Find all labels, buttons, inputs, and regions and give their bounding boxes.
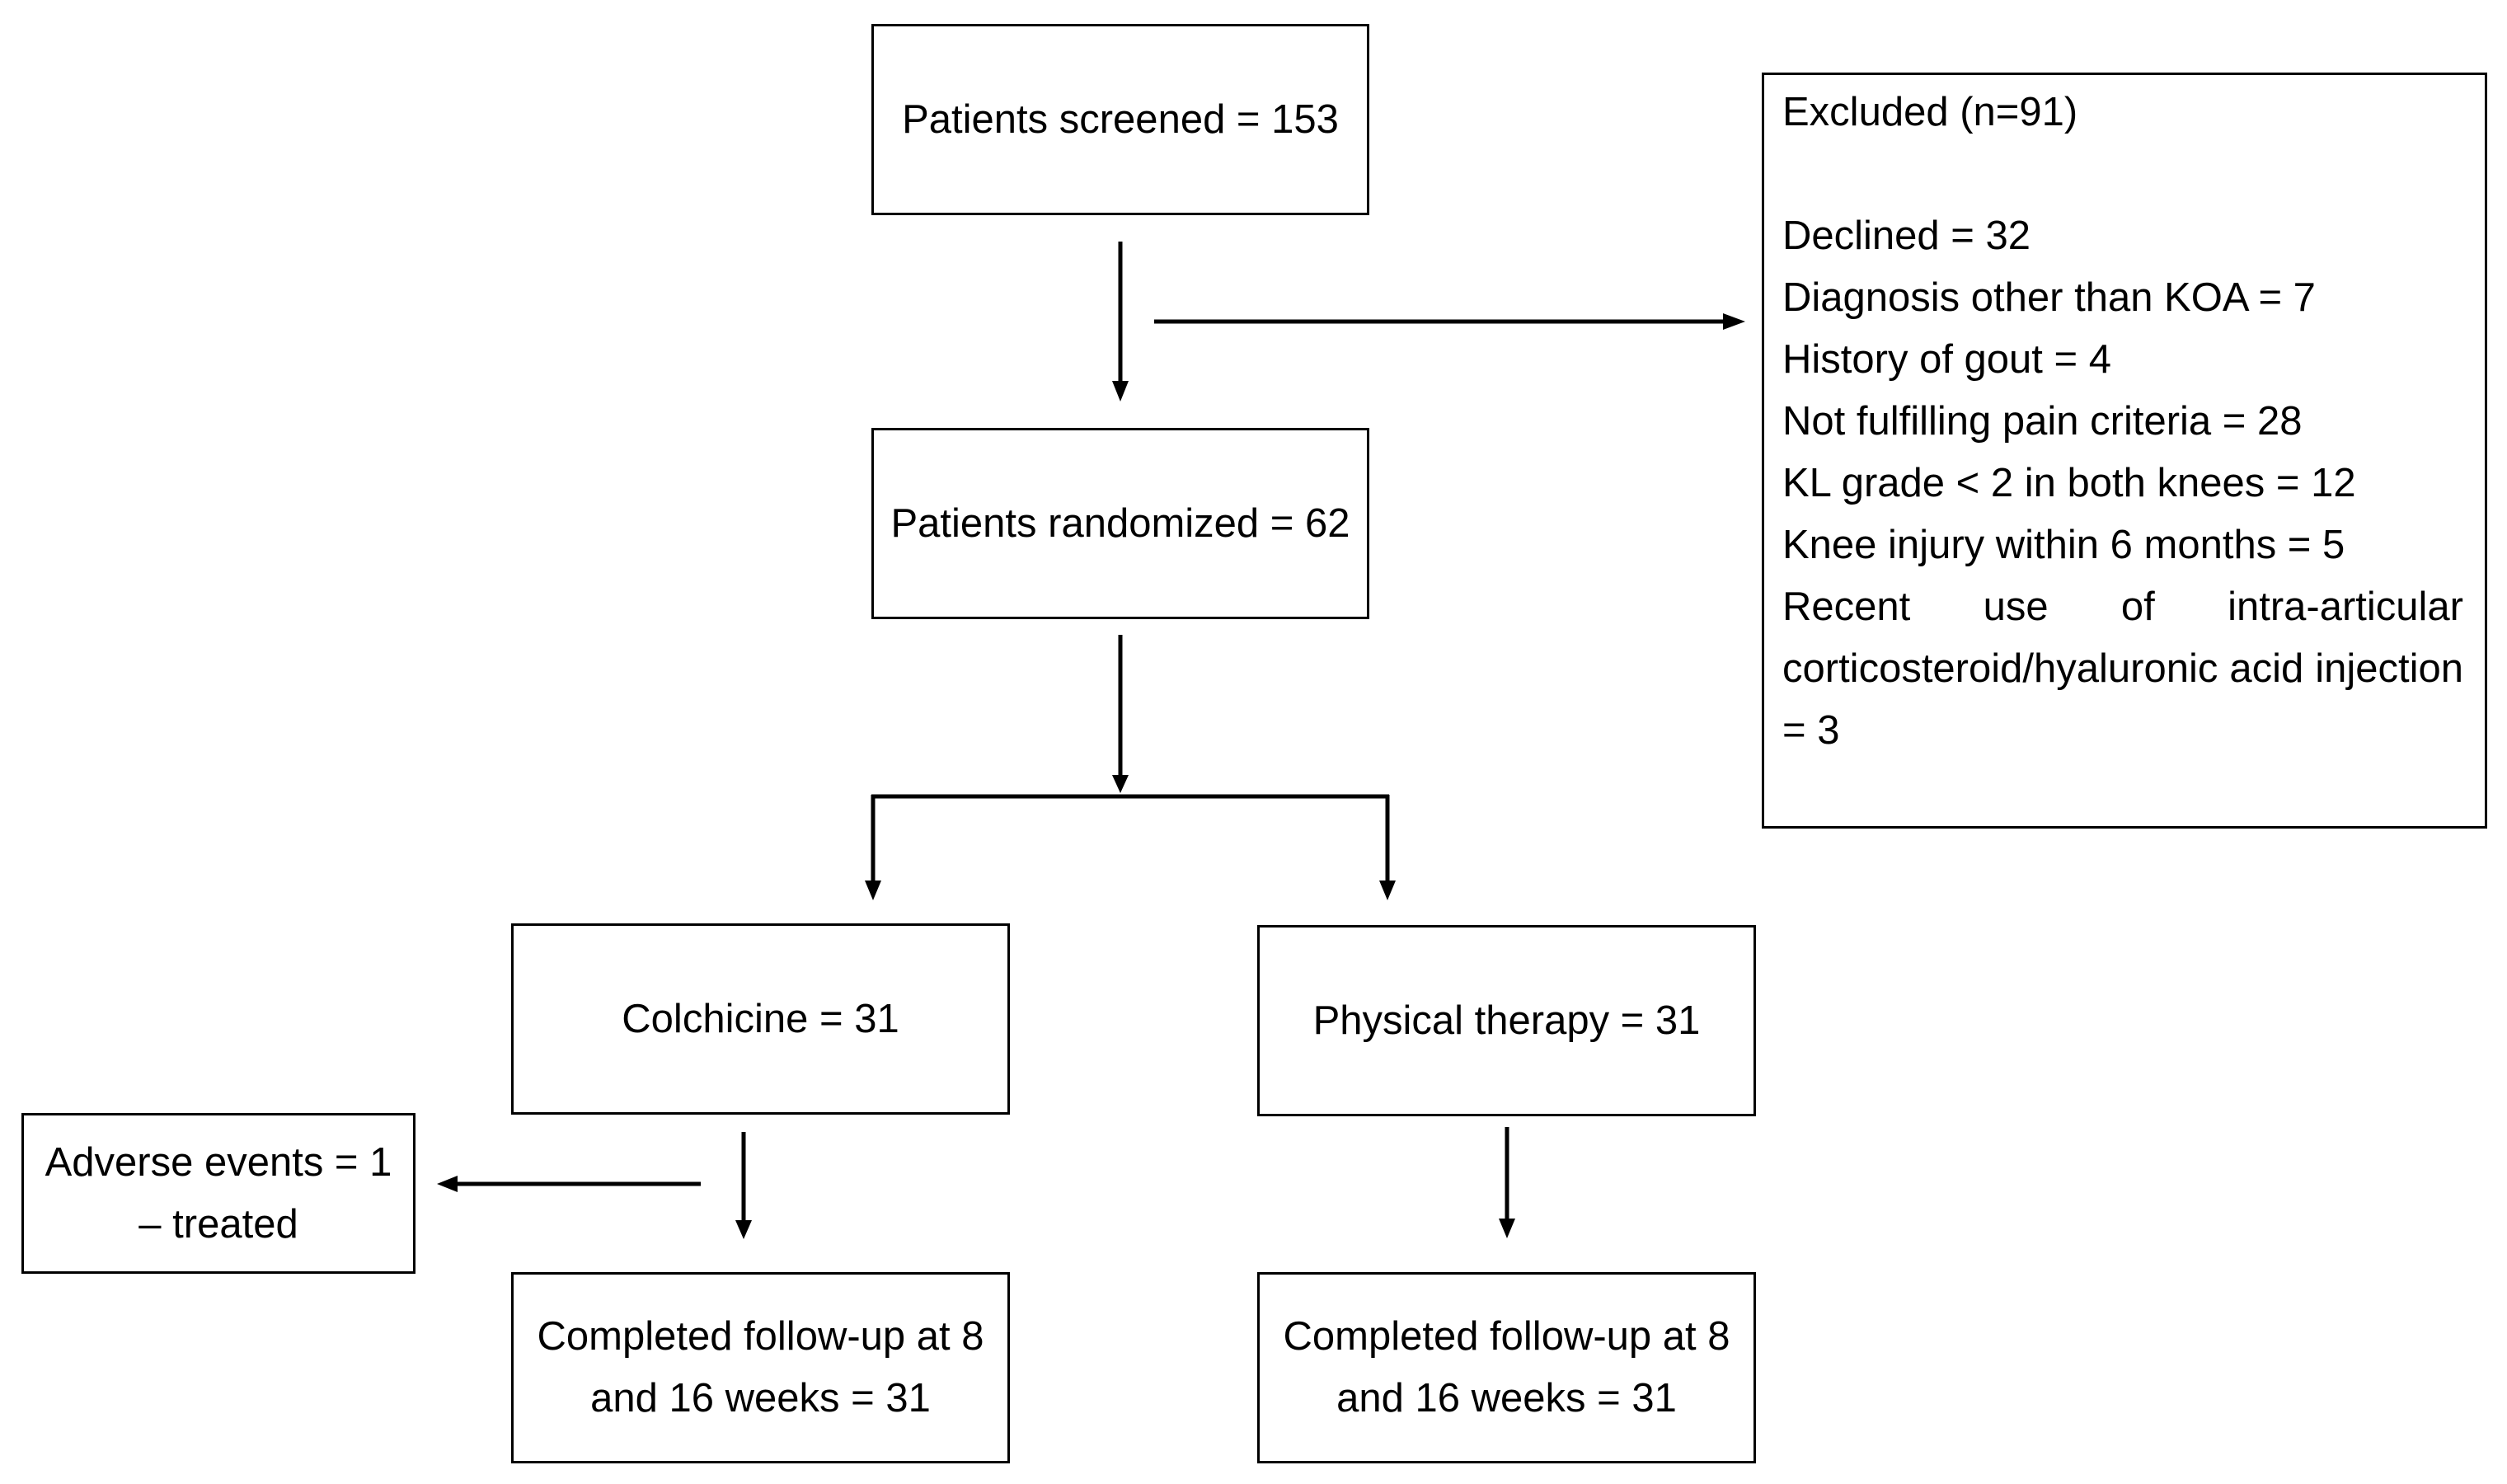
physical-therapy-followup-line-2: and 16 weeks = 31	[1336, 1376, 1677, 1421]
adverse-events-line-1: Adverse events = 1	[45, 1139, 392, 1185]
patients-randomized-label: Patients randomized = 62	[890, 500, 1350, 546]
excluded-box: Excluded (n=91) Declined = 32 Diagnosis …	[1762, 73, 2487, 829]
colchicine-label: Colchicine = 31	[622, 996, 899, 1041]
excluded-reason: Knee injury within 6 months = 5	[1782, 523, 2345, 567]
excluded-reason: History of gout = 4	[1782, 337, 2112, 382]
arrowhead-split-to-physical-therapy	[1379, 881, 1396, 900]
excluded-reason: Recent use of intra-articular corticoste…	[1782, 585, 2463, 753]
excluded-reason: Declined = 32	[1782, 214, 2031, 258]
arrowhead-colchicine-to-followup	[735, 1220, 752, 1239]
arrowhead-screened-to-randomized	[1112, 381, 1129, 402]
arrowhead-to-excluded	[1723, 313, 1745, 330]
excluded-reasons-list: Declined = 32 Diagnosis other than KOA =…	[1782, 205, 2463, 762]
physical-therapy-box: Physical therapy = 31	[1257, 925, 1756, 1116]
patients-randomized-box: Patients randomized = 62	[871, 428, 1369, 619]
physical-therapy-label: Physical therapy = 31	[1312, 998, 1701, 1043]
excluded-title: Excluded (n=91)	[1782, 90, 2078, 134]
physical-therapy-followup-line-1: Completed follow-up at 8	[1283, 1314, 1730, 1359]
adverse-events-box: Adverse events = 1 – treated	[21, 1113, 415, 1274]
excluded-reason: Diagnosis other than KOA = 7	[1782, 275, 2316, 320]
colchicine-followup-box: Completed follow-up at 8 and 16 weeks = …	[511, 1272, 1010, 1463]
colchicine-followup-line-2: and 16 weeks = 31	[590, 1376, 931, 1421]
adverse-events-line-2: – treated	[138, 1201, 298, 1247]
colchicine-box: Colchicine = 31	[511, 923, 1010, 1115]
physical-therapy-followup-box: Completed follow-up at 8 and 16 weeks = …	[1257, 1272, 1756, 1463]
excluded-reason: Not fulfilling pain criteria = 28	[1782, 399, 2303, 444]
arrowhead-physical-therapy-to-followup	[1499, 1219, 1515, 1238]
patients-screened-box: Patients screened = 153	[871, 24, 1369, 215]
arrowhead-randomized-down	[1112, 775, 1129, 793]
arrowhead-split-to-colchicine	[865, 881, 881, 900]
arrowhead-to-adverse-events	[437, 1176, 458, 1192]
excluded-reason: KL grade < 2 in both knees = 12	[1782, 461, 2356, 505]
patients-screened-label: Patients screened = 153	[902, 96, 1339, 142]
colchicine-followup-line-1: Completed follow-up at 8	[537, 1314, 984, 1359]
